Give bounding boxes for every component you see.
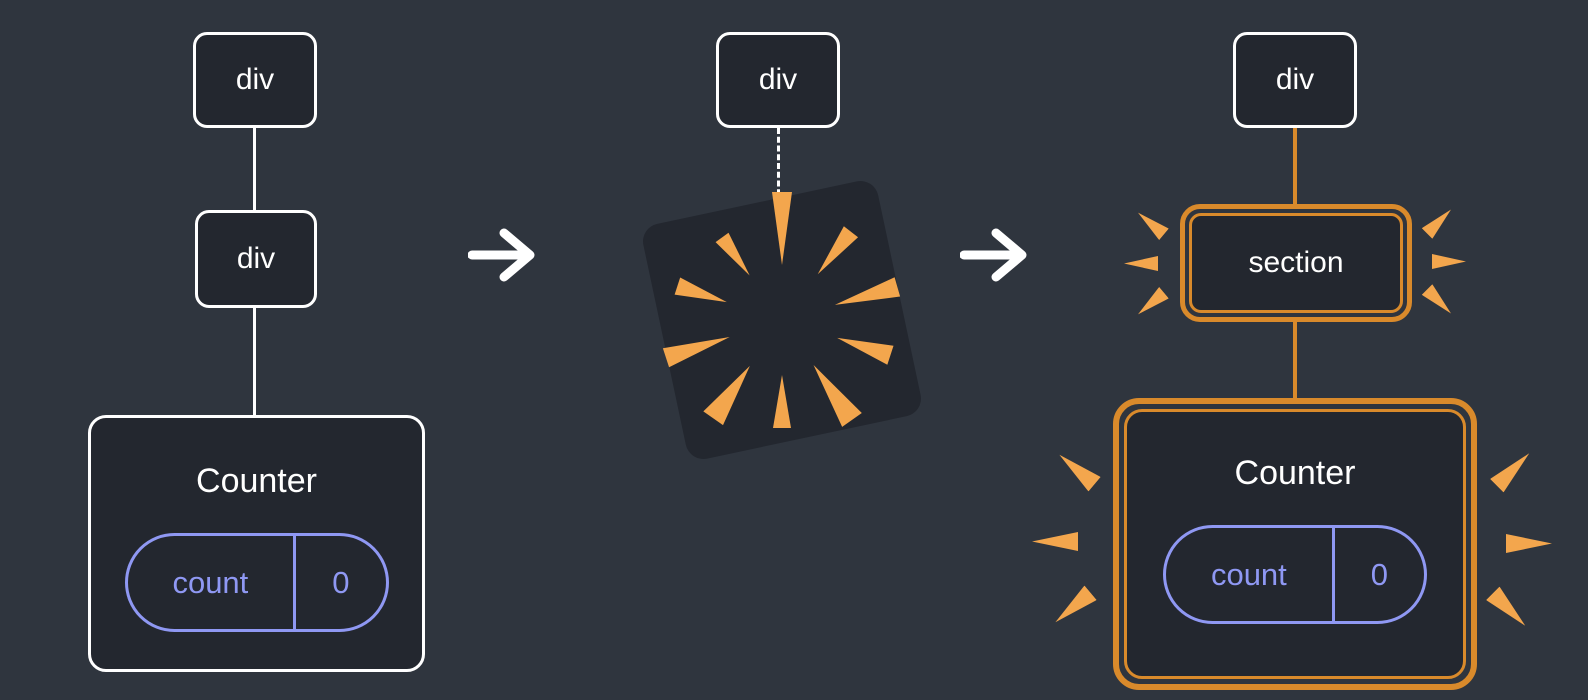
spark-icon <box>1422 284 1457 319</box>
arrow-right-icon <box>468 228 535 282</box>
component-title: Counter <box>1234 454 1356 492</box>
node-label: div <box>235 63 275 96</box>
right-counter-inner: Counter count 0 <box>1124 409 1466 679</box>
spark-icon <box>1490 447 1536 493</box>
spark-icon <box>1506 534 1552 553</box>
spark-icon <box>1124 256 1158 271</box>
right-connector-top <box>1293 128 1297 206</box>
middle-root-div-node: div <box>716 32 840 128</box>
section-node-inner: section <box>1189 213 1403 313</box>
left-child-div-node: div <box>195 210 317 308</box>
arrow-right-icon <box>960 228 1027 282</box>
spark-icon <box>1049 585 1096 629</box>
explosion-burst-icon <box>662 192 901 428</box>
middle-dashed-connector <box>777 128 780 204</box>
spark-icon <box>1486 587 1532 633</box>
section-node-highlighted: section <box>1180 204 1412 322</box>
state-pill: count 0 <box>124 533 389 632</box>
right-counter-component-highlighted: Counter count 0 <box>1113 398 1477 690</box>
left-connector-bottom <box>253 308 256 415</box>
spark-icon <box>1032 532 1078 551</box>
state-key: count <box>128 536 297 629</box>
spark-icon <box>1432 254 1466 269</box>
state-key: count <box>1166 528 1335 621</box>
right-connector-bottom <box>1293 322 1297 398</box>
node-label: div <box>758 63 798 96</box>
spark-icon <box>1133 207 1169 240</box>
state-pill: count 0 <box>1163 525 1427 624</box>
node-label: section <box>1248 246 1344 279</box>
node-label: div <box>236 242 276 275</box>
spark-icon <box>1133 287 1169 320</box>
state-value: 0 <box>1370 556 1388 592</box>
left-connector-top <box>253 128 256 210</box>
right-root-div-node: div <box>1233 32 1357 128</box>
state-value: 0 <box>332 564 350 600</box>
left-counter-component: Counter count 0 <box>88 415 425 672</box>
component-title: Counter <box>196 462 317 500</box>
node-label: div <box>1275 63 1315 96</box>
spark-icon <box>1422 204 1457 239</box>
left-root-div-node: div <box>193 32 317 128</box>
spark-icon <box>1053 447 1100 491</box>
